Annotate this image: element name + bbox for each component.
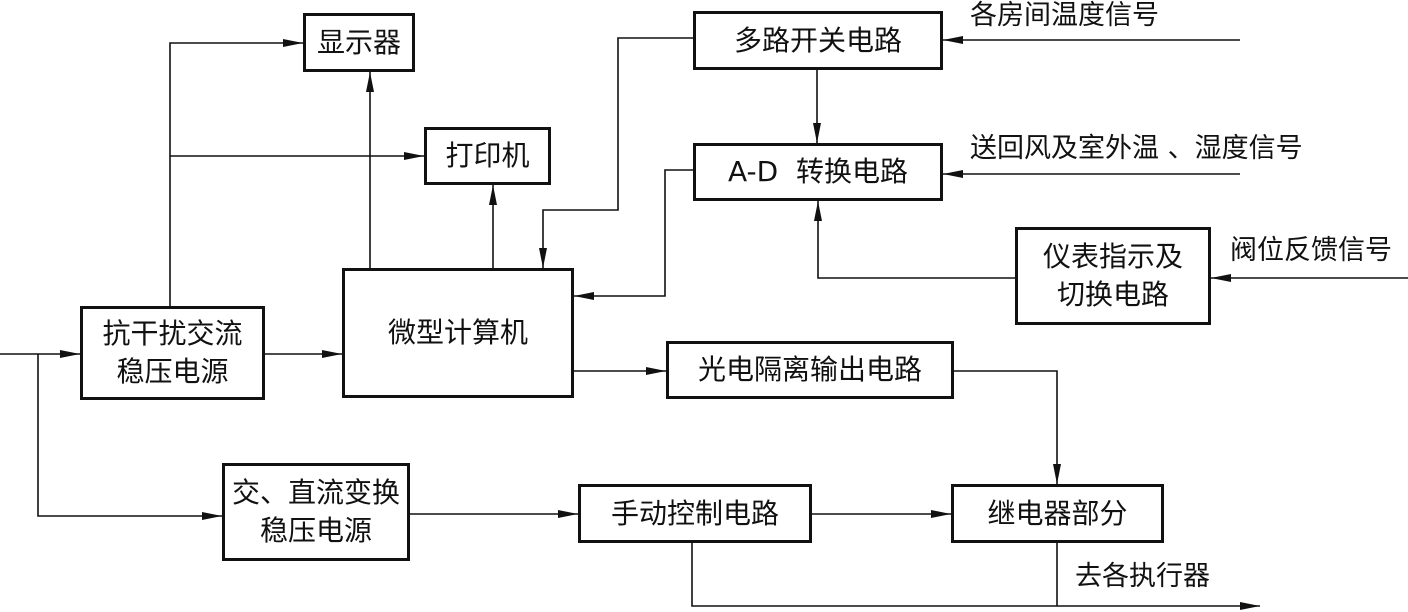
room-temp-signal-label: 各房间温度信号 <box>970 0 1159 31</box>
acdc-power-block: 交、直流变换稳压电源 <box>222 463 410 561</box>
ac-power-label-line2: 稳压电源 <box>116 355 229 388</box>
connector-mux-to-computer <box>539 37 693 268</box>
connector-manual-to-actuators <box>691 543 1260 610</box>
instrument-label-line1: 仪表指示及 <box>1042 240 1183 273</box>
opto-block: 光电隔离输出电路 <box>666 341 954 399</box>
manual-block: 手动控制电路 <box>578 484 812 543</box>
manual-label: 手动控制电路 <box>610 496 779 530</box>
acdc-power-label-line2: 稳压电源 <box>259 514 372 547</box>
computer-label: 微型计算机 <box>387 316 528 349</box>
connector-ac-power-to-display <box>169 39 303 306</box>
relay-label: 继电器部分 <box>987 496 1128 530</box>
connector-input-to-acdc-power <box>37 354 222 520</box>
connector-instrument-to-adc <box>814 201 1015 279</box>
valve-feedback-signal-label: 阀位反馈信号 <box>1230 235 1392 266</box>
display-block: 显示器 <box>303 13 415 72</box>
mux-label: 多路开关电路 <box>733 23 902 57</box>
printer-block: 打印机 <box>424 127 551 185</box>
connector-adc-to-computer <box>574 169 693 300</box>
ac-power-label-line1: 抗干扰交流 <box>102 317 243 350</box>
connector-opto-to-relay <box>954 370 1061 484</box>
adc-label: A-D 转换电路 <box>727 155 908 188</box>
to-actuators-label: 去各执行器 <box>1075 561 1210 592</box>
printer-label: 打印机 <box>445 139 530 172</box>
mux-block: 多路开关电路 <box>693 11 943 70</box>
relay-block: 继电器部分 <box>951 484 1164 543</box>
adc-block: A-D 转换电路 <box>693 143 943 201</box>
display-label: 显示器 <box>316 25 401 59</box>
opto-label: 光电隔离输出电路 <box>697 353 922 386</box>
instrument-block: 仪表指示及切换电路 <box>1015 227 1211 325</box>
instrument-label-line2: 切换电路 <box>1056 278 1169 311</box>
return-air-signal-label: 送回风及室外温 、湿度信号 <box>970 133 1303 164</box>
computer-block: 微型计算机 <box>342 268 574 398</box>
acdc-power-label-line1: 交、直流变换 <box>231 476 400 509</box>
ac-power-block: 抗干扰交流稳压电源 <box>80 306 265 400</box>
